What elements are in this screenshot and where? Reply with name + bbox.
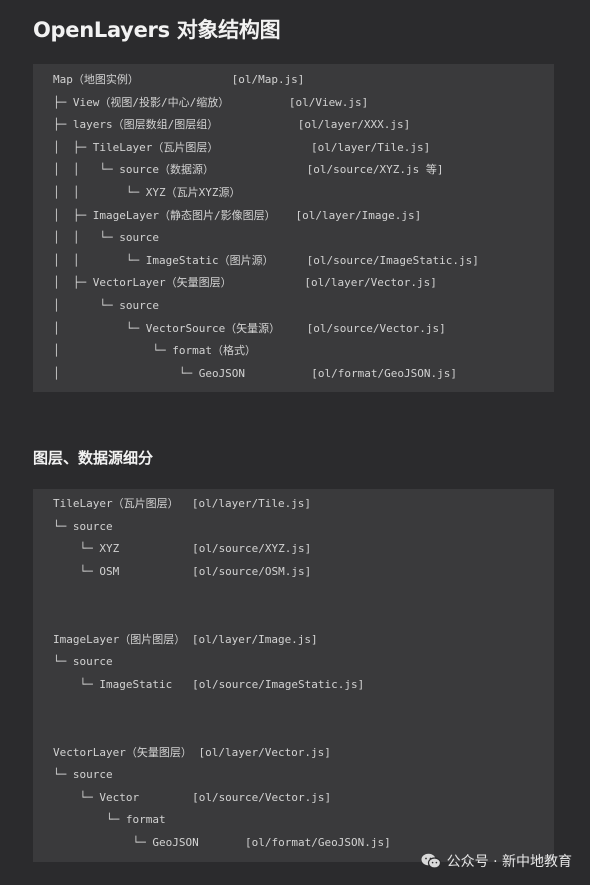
code-line: │ └─ VectorSource（矢量源） [ol/source/Vector…: [53, 321, 446, 335]
code-line: └─ format: [53, 813, 166, 827]
code-line: Map（地图实例） [ol/Map.js]: [53, 73, 305, 86]
code-line: │ ├─ ImageLayer（静态图片/影像图层） [ol/layer/Ima…: [53, 208, 422, 222]
code-line: └─ OSM [ol/source/OSM.js]: [53, 564, 312, 578]
code-line: │ │ └─ source（数据源） [ol/source/XYZ.js 等]: [53, 163, 444, 177]
code-line: └─ Vector [ol/source/Vector.js]: [53, 790, 332, 804]
code-line: └─ source: [53, 655, 113, 669]
wechat-icon: [421, 853, 441, 869]
code-line: ├─ View（视图/投影/中心/缩放） [ol/View.js]: [53, 95, 369, 109]
code-line: │ └─ format（格式）: [53, 344, 256, 358]
code-line: VectorLayer（矢量图层） [ol/layer/Vector.js]: [53, 745, 331, 759]
code-line: [53, 606, 554, 629]
code-line: │ └─ GeoJSON [ol/format/GeoJSON.js]: [53, 366, 457, 380]
code-line: [53, 719, 554, 742]
code-line: │ │ └─ source: [53, 231, 159, 245]
code-line: └─ source: [53, 519, 113, 533]
code-line: │ │ └─ XYZ（瓦片XYZ源）: [53, 185, 241, 199]
code-line: └─ GeoJSON [ol/format/GeoJSON.js]: [53, 835, 391, 849]
code-line: [53, 696, 554, 719]
code-line: │ └─ source: [53, 298, 159, 312]
code-line: └─ source: [53, 768, 113, 782]
page-title: OpenLayers 对象结构图: [33, 18, 281, 42]
watermark: 公众号 · 新中地教育: [421, 851, 572, 871]
structure-code-block: Map（地图实例） [ol/Map.js] ├─ View（视图/投影/中心/缩…: [33, 64, 554, 392]
code-line: TileLayer（瓦片图层） [ol/layer/Tile.js]: [53, 497, 312, 510]
section-heading: 图层、数据源细分: [33, 449, 154, 467]
code-line: │ │ └─ ImageStatic（图片源） [ol/source/Image…: [53, 253, 479, 267]
code-line: └─ XYZ [ol/source/XYZ.js]: [53, 542, 312, 556]
code-line: │ ├─ TileLayer（瓦片图层） [ol/layer/Tile.js]: [53, 140, 431, 154]
code-line: └─ ImageStatic [ol/source/ImageStatic.js…: [53, 677, 365, 691]
code-line: [53, 583, 554, 606]
watermark-text: 公众号 · 新中地教育: [446, 854, 572, 870]
code-line: │ ├─ VectorLayer（矢量图层） [ol/layer/Vector.…: [53, 276, 437, 290]
code-line: ├─ layers（图层数组/图层组） [ol/layer/XXX.js]: [53, 118, 411, 132]
detail-code-block: TileLayer（瓦片图层） [ol/layer/Tile.js] └─ so…: [33, 489, 554, 862]
code-line: ImageLayer（图片图层） [ol/layer/Image.js]: [53, 632, 318, 646]
